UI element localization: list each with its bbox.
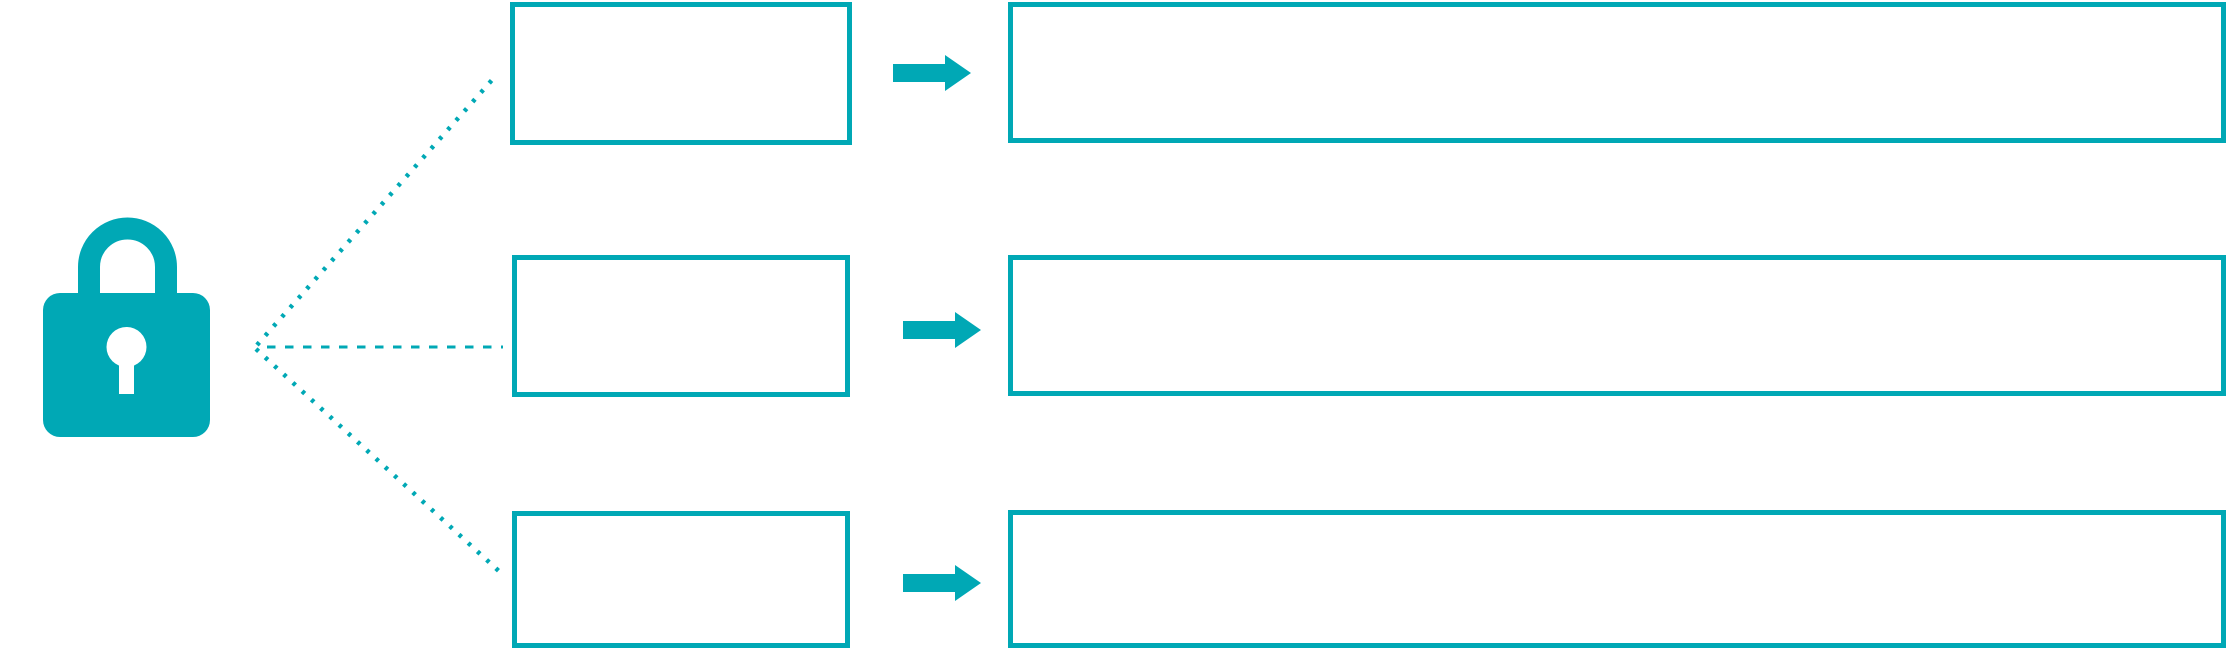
source-box-1 xyxy=(510,2,852,145)
result-box-3 xyxy=(1008,510,2226,648)
lock-icon xyxy=(43,217,210,437)
source-box-2 xyxy=(512,255,850,397)
connector-line-top xyxy=(255,78,494,347)
result-box-1 xyxy=(1008,2,2226,143)
right-arrow-icon xyxy=(893,55,971,91)
right-arrow-icon xyxy=(903,312,981,348)
source-box-3 xyxy=(512,511,850,648)
connector-line-bottom xyxy=(254,347,503,575)
keyhole-icon xyxy=(106,327,147,367)
right-arrow-icon xyxy=(903,565,981,601)
result-box-2 xyxy=(1008,255,2226,396)
